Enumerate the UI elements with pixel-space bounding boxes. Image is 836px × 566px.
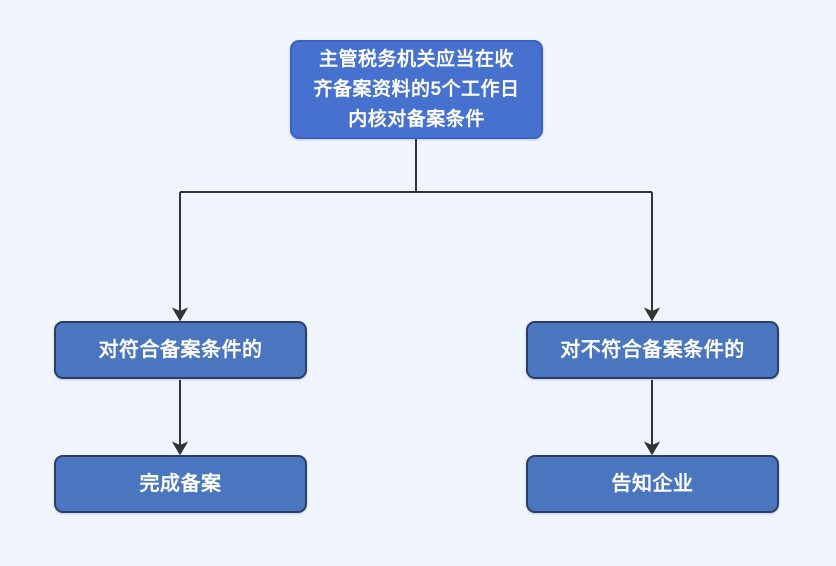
- node-end-complete-filing[interactable]: 完成备案: [54, 455, 307, 513]
- node-end-complete-filing-label: 完成备案: [139, 473, 222, 495]
- node-branch-noncompliant[interactable]: 对不符合备案条件的: [526, 321, 779, 379]
- node-root-label: 主管税务机关应当在收 齐备案资料的5个工作日 内核对备案条件: [313, 48, 520, 130]
- node-branch-compliant[interactable]: 对符合备案条件的: [54, 321, 307, 379]
- node-end-notify-enterprise-label: 告知企业: [611, 473, 694, 495]
- node-end-notify-enterprise[interactable]: 告知企业: [526, 455, 779, 513]
- node-branch-compliant-label: 对符合备案条件的: [98, 339, 263, 361]
- node-root[interactable]: 主管税务机关应当在收 齐备案资料的5个工作日 内核对备案条件: [290, 40, 543, 139]
- node-branch-noncompliant-label: 对不符合备案条件的: [560, 339, 745, 361]
